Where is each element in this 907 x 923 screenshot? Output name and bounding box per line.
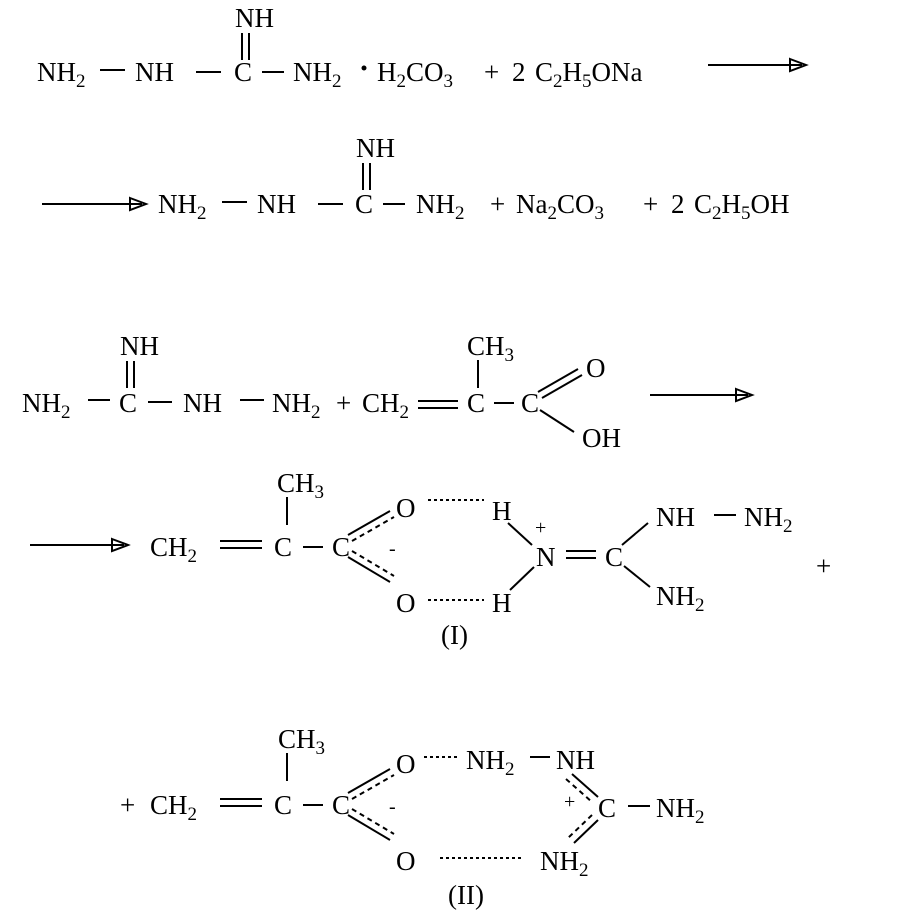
- r4-nitrogen: N: [536, 542, 556, 572]
- r3-imine-nh: NH: [120, 331, 159, 361]
- r1-nh: NH: [135, 57, 174, 87]
- r4-nh-bond-upper: [507, 522, 533, 546]
- r5-nh2-bridge: NH2: [466, 745, 515, 780]
- r3-carbonyl-oxygen: O: [586, 353, 606, 383]
- r4-nh: NH: [656, 502, 695, 532]
- r3-carbon: C: [119, 388, 137, 418]
- r1-nh2-right: NH2: [293, 57, 342, 92]
- r5-guanidinium-carbon: C: [598, 793, 616, 823]
- r3-carbonyl-bond-a: [537, 368, 579, 393]
- r2-sodium-carbonate: Na2CO3: [516, 189, 604, 224]
- r2-ethanol: C2H5OH: [694, 189, 790, 224]
- r2-nh2-right: NH2: [416, 189, 465, 224]
- r2-carbon: C: [355, 189, 373, 219]
- r5-cn-delocalized-lower: [567, 814, 593, 839]
- r5-negative-charge: -: [389, 796, 396, 818]
- product-I-label: (I): [441, 620, 468, 650]
- r3-plus: +: [336, 388, 351, 418]
- r5-co-bond-upper: [347, 768, 391, 794]
- r5-methyl: CH3: [278, 724, 325, 759]
- r3-ch2: CH2: [362, 388, 409, 423]
- r4-guanidinium-carbon: C: [605, 542, 623, 572]
- r5-plus-leading: +: [120, 790, 135, 820]
- product-I: CH3 CH2 C C - O O H H + N C NH NH2 NH2 +…: [30, 468, 831, 650]
- r5-cn-delocalized-upper: [565, 778, 593, 803]
- r4-cn-bond-upper: [621, 522, 649, 546]
- r3-nh2-right: NH2: [272, 388, 321, 423]
- r4-co-delocalized-lower: [351, 550, 395, 577]
- r2-plus-2: +: [643, 189, 658, 219]
- r5-positive-charge: +: [564, 791, 575, 813]
- r2-nh2-left: NH2: [158, 189, 207, 224]
- r3-alpha-carbon: C: [467, 388, 485, 418]
- r3-arrow-head: [735, 387, 755, 403]
- r4-nh2-lower: NH2: [656, 581, 705, 616]
- r3-hydroxyl: OH: [582, 423, 621, 453]
- r4-positive-charge: +: [535, 517, 546, 539]
- r4-nh2-terminal: NH2: [744, 502, 793, 537]
- r5-co-delocalized-upper: [351, 774, 395, 800]
- r5-co-delocalized-lower: [351, 808, 395, 835]
- r4-hydrogen-lower: H: [492, 588, 512, 618]
- r1-sodium-ethoxide: C2H5ONa: [535, 57, 643, 92]
- r5-oxygen-upper: O: [396, 749, 416, 779]
- r5-nh: NH: [556, 745, 595, 775]
- r1-carbon: C: [234, 57, 252, 87]
- r3-carboxyl-carbon: C: [521, 388, 539, 418]
- r3-methyl: CH3: [467, 331, 514, 366]
- r2-imine-nh: NH: [356, 133, 395, 163]
- r5-alpha-carbon: C: [274, 790, 292, 820]
- r2-arrow-head: [129, 196, 149, 212]
- r4-plus-trailing: +: [816, 551, 831, 581]
- r3-nh2-left: NH2: [22, 388, 71, 423]
- product-II: + CH3 CH2 C C - O O NH2 NH + C NH2 NH2 (…: [120, 724, 705, 910]
- r1-plus: +: [484, 57, 499, 87]
- r1-salt-dot: [361, 65, 367, 71]
- r3-carbonyl-bond-b: [541, 374, 583, 399]
- r5-oxygen-lower: O: [396, 846, 416, 876]
- r1-coefficient: 2: [512, 57, 526, 87]
- r5-co-bond-lower: [347, 814, 391, 841]
- r5-carboxylate-carbon: C: [332, 790, 350, 820]
- r4-co-delocalized-upper: [351, 516, 395, 542]
- r4-hydrogen-upper: H: [492, 496, 512, 526]
- r1-arrow-head: [789, 57, 809, 73]
- r4-methyl: CH3: [277, 468, 324, 503]
- reaction-3: NH NH2 C NH NH2 + CH2 CH3 C C O OH: [22, 331, 755, 453]
- r5-nh2-right: NH2: [656, 793, 705, 828]
- r5-nh2-lower: NH2: [540, 846, 589, 881]
- r3-nh: NH: [183, 388, 222, 418]
- r1-carbonic-acid: H2CO3: [377, 57, 453, 92]
- r2-plus-1: +: [490, 189, 505, 219]
- r1-nh2-left: NH2: [37, 57, 86, 92]
- r2-coefficient: 2: [671, 189, 685, 219]
- r4-cn-bond-lower: [623, 565, 651, 588]
- r5-ch2: CH2: [150, 790, 197, 825]
- r5-cn-bond-lower: [573, 819, 599, 844]
- reaction-2: NH NH2 NH C NH2 + Na2CO3 + 2 C2H5OH: [42, 133, 790, 224]
- r4-oxygen-lower: O: [396, 588, 416, 618]
- reaction-1: NH NH2 NH C NH2 H2CO3 + 2 C2H5ONa: [37, 3, 809, 92]
- r4-negative-charge: -: [389, 538, 396, 560]
- product-II-label: (II): [448, 880, 484, 910]
- r4-alpha-carbon: C: [274, 532, 292, 562]
- r4-co-bond-upper: [347, 510, 391, 536]
- r4-nh-bond-lower: [509, 566, 535, 591]
- r4-arrow-head: [111, 537, 131, 553]
- r2-nh: NH: [257, 189, 296, 219]
- r4-ch2: CH2: [150, 532, 197, 567]
- r5-cn-bond-upper: [571, 773, 599, 798]
- r4-co-bond-lower: [347, 556, 391, 583]
- r1-imine-nh: NH: [235, 3, 274, 33]
- r4-carboxylate-carbon: C: [332, 532, 350, 562]
- r4-oxygen-upper: O: [396, 493, 416, 523]
- r3-hydroxyl-bond: [539, 409, 575, 433]
